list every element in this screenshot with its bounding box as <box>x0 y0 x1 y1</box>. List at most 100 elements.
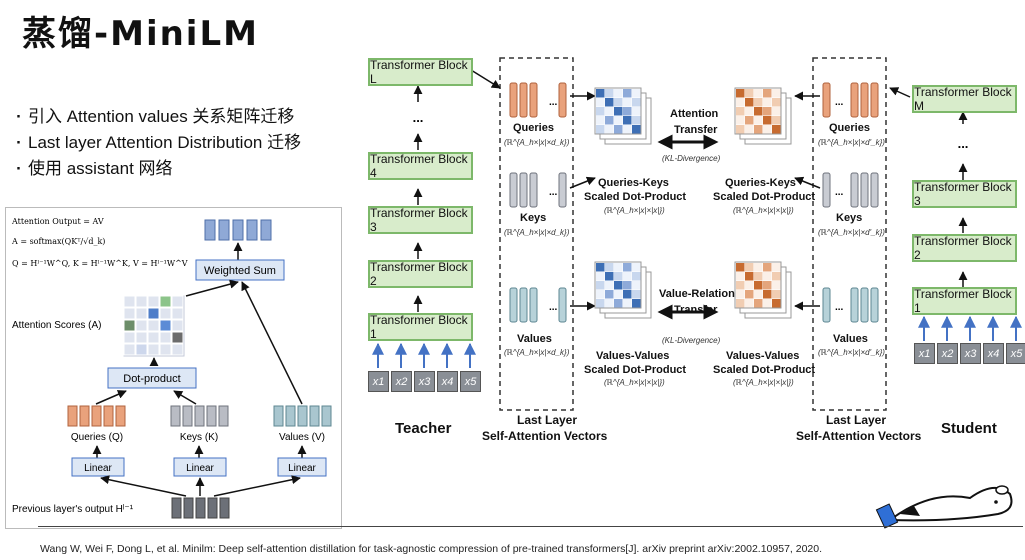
student-vector-region <box>812 57 887 411</box>
teacher-value-vectors: ... <box>509 287 567 323</box>
matrix-cell <box>605 281 614 290</box>
matrix-cell <box>614 98 623 107</box>
teacher-input-arrows <box>372 342 476 368</box>
matrix-cell <box>135 343 148 356</box>
queries-label: Queries (Q) <box>71 432 123 443</box>
matrix-cell <box>623 290 632 299</box>
matrix-cell <box>745 89 754 98</box>
matrix-cell <box>763 263 772 272</box>
matrix-cell <box>123 319 136 332</box>
student-vv-label: Values-Values <box>726 350 800 362</box>
matrix-cell <box>123 331 136 344</box>
matrix-cell <box>159 331 172 344</box>
svg-text:...: ... <box>835 302 844 313</box>
matrix-cell <box>745 281 754 290</box>
attention-matrix <box>123 295 185 357</box>
matrix-cell <box>763 281 772 290</box>
input-token: x5 <box>1006 343 1025 364</box>
teacher-key-vectors: ... <box>509 172 567 208</box>
student-key-vectors: ... <box>822 172 879 208</box>
matrix-cell <box>772 125 781 134</box>
matrix-cell <box>632 272 641 281</box>
minilm-diagram: ... ... ... ... ... ... <box>372 57 1022 411</box>
matrix-cell <box>123 295 136 308</box>
matrix-cell <box>123 343 136 356</box>
matrix-cell <box>147 331 160 344</box>
keys-label: Keys (K) <box>180 432 218 443</box>
teacher-keys-label: Keys <box>520 212 547 224</box>
student-block-m: Transformer Block M <box>912 85 1017 113</box>
student-attention-matrix <box>734 87 792 145</box>
matrix-cell <box>763 290 772 299</box>
matrix-cell <box>763 299 772 308</box>
matrix-cell <box>605 263 614 272</box>
matrix-cell <box>623 125 632 134</box>
input-token: x2 <box>937 343 958 364</box>
citation-footer: Wang W, Wei F, Dong L, et al. Minilm: De… <box>40 543 823 555</box>
matrix-cell <box>596 125 605 134</box>
matrix-cell <box>763 89 772 98</box>
matrix-cell <box>605 98 614 107</box>
matrix-cell <box>623 281 632 290</box>
input-token: x4 <box>437 371 458 392</box>
teacher-keys-dim: (ℝ^{A_h×|x|×d_k}) <box>504 228 570 237</box>
matrix-cell <box>632 281 641 290</box>
matrix-cell <box>772 98 781 107</box>
matrix-cell <box>736 281 745 290</box>
matrix-cell <box>754 116 763 125</box>
weighted-sum-box <box>195 259 285 281</box>
matrix-cell <box>745 263 754 272</box>
matrix-cell <box>623 299 632 308</box>
matrix-cell <box>772 281 781 290</box>
teacher-queries-dim: (ℝ^{A_h×|x|×d_k}) <box>504 138 570 147</box>
matrix-cell <box>623 98 632 107</box>
teacher-qk-label: Queries-Keys <box>598 177 669 189</box>
matrix-cell <box>736 125 745 134</box>
student-keys-dim: (ℝ^{A_h×|x|×d'_k}) <box>818 228 885 237</box>
student-block-1: Transformer Block 1 <box>912 287 1017 315</box>
matrix-cell <box>596 98 605 107</box>
matrix-cell <box>596 299 605 308</box>
linear-label: Linear <box>288 463 316 474</box>
linear-box-k <box>173 457 227 477</box>
matrix-cell <box>763 116 772 125</box>
matrix-cell <box>763 98 772 107</box>
matrix-cell <box>754 290 763 299</box>
matrix-cell <box>123 307 136 320</box>
student-self-attn-label: Self-Attention Vectors <box>796 429 922 443</box>
inset-svg: Attention Output = AV A = softmax(QKᵀ/√d… <box>11 217 332 519</box>
matrix-cell <box>614 290 623 299</box>
matrix-cell <box>754 281 763 290</box>
matrix-cell <box>596 263 605 272</box>
student-block-3: Transformer Block 3 <box>912 180 1017 208</box>
matrix-cell <box>736 116 745 125</box>
matrix-cell <box>754 263 763 272</box>
matrix-cell <box>736 98 745 107</box>
teacher-block-2: Transformer Block 2 <box>368 260 473 288</box>
matrix-cell <box>745 272 754 281</box>
bullet-item: 引入 Attention values 关系矩阵迁移 <box>10 104 301 130</box>
input-token: x3 <box>414 371 435 392</box>
matrix-cell <box>736 299 745 308</box>
matrix-cell <box>736 89 745 98</box>
matrix-cell <box>623 263 632 272</box>
input-token: x4 <box>983 343 1004 364</box>
footer-divider <box>38 526 1023 527</box>
svg-text:...: ... <box>549 187 558 198</box>
teacher-values-dim: (ℝ^{A_h×|x|×d_k}) <box>504 348 570 357</box>
matrix-cell <box>763 125 772 134</box>
svg-text:...: ... <box>835 97 844 108</box>
matrix-cell <box>614 107 623 116</box>
matrix-cell <box>745 125 754 134</box>
linear-box-q <box>71 457 125 477</box>
linear-box-v <box>277 457 327 477</box>
student-qk-label2: Scaled Dot-Product <box>713 191 816 203</box>
attention-transfer-label: Attention <box>670 108 719 120</box>
matrix-cell <box>772 299 781 308</box>
student-queries-dim: (ℝ^{A_h×|x|×d'_k}) <box>818 138 885 147</box>
matrix-cell <box>772 107 781 116</box>
equation-3: Q = Hˡ⁻¹W^Q, K = Hˡ⁻¹W^K, V = Hˡ⁻¹W^V <box>12 259 188 268</box>
matrix-cell <box>605 272 614 281</box>
student-vv-dim: (ℝ^{A_h×|x|×|x|}) <box>733 378 794 387</box>
teacher-queries-label: Queries <box>513 122 554 134</box>
